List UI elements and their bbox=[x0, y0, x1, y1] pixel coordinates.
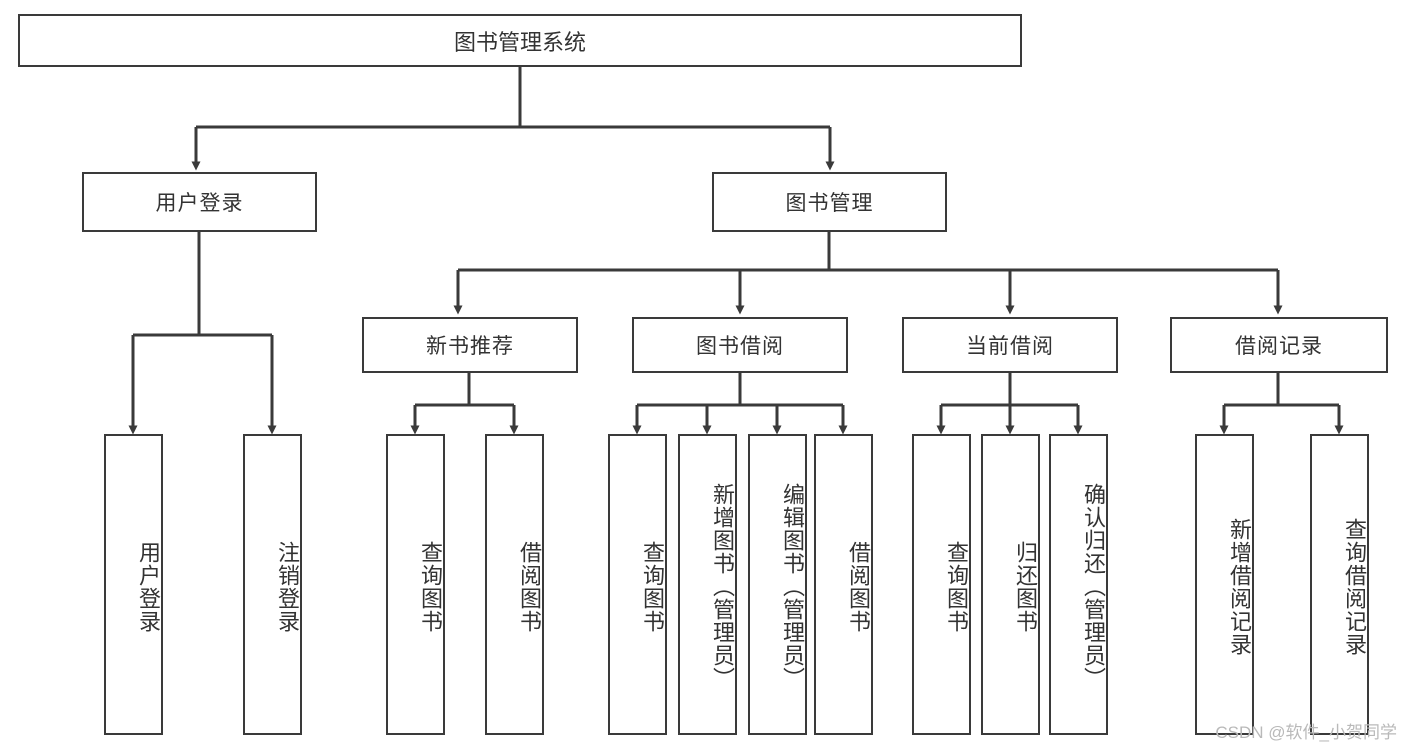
node-current-borrow[interactable]: 当前借阅 bbox=[902, 317, 1118, 373]
node-label: 新增图书（管理员） bbox=[710, 483, 735, 690]
node-label: 借阅记录 bbox=[1235, 335, 1323, 358]
leaf-query-book-borrow[interactable]: 查询图书 bbox=[608, 434, 667, 735]
leaf-borrow-book-recommend[interactable]: 借阅图书 bbox=[485, 434, 544, 735]
node-label: 图书管理系统 bbox=[453, 29, 586, 55]
node-label: 注销登录 bbox=[275, 540, 300, 633]
node-label: 归还图书 bbox=[1013, 540, 1038, 633]
leaf-user-login[interactable]: 用户登录 bbox=[104, 434, 163, 735]
node-label: 确认归还（管理员） bbox=[1081, 483, 1106, 690]
node-label: 借阅图书 bbox=[517, 540, 542, 633]
node-label: 查询图书 bbox=[640, 540, 665, 633]
leaf-add-book-admin[interactable]: 新增图书（管理员） bbox=[678, 434, 737, 735]
node-label: 查询图书 bbox=[944, 540, 969, 633]
node-new-book-recommend[interactable]: 新书推荐 bbox=[362, 317, 578, 373]
node-label: 当前借阅 bbox=[966, 335, 1054, 358]
node-book-borrow[interactable]: 图书借阅 bbox=[632, 317, 848, 373]
node-root-book-management-system[interactable]: 图书管理系统 bbox=[18, 14, 1022, 67]
node-label: 新书推荐 bbox=[426, 335, 514, 358]
node-label: 用户登录 bbox=[136, 540, 161, 633]
node-label: 借阅图书 bbox=[846, 540, 871, 633]
leaf-add-borrow-record[interactable]: 新增借阅记录 bbox=[1195, 434, 1254, 735]
leaf-return-book[interactable]: 归还图书 bbox=[981, 434, 1040, 735]
node-label: 图书借阅 bbox=[696, 335, 784, 358]
node-label: 新增借阅记录 bbox=[1227, 517, 1252, 656]
leaf-query-book-current[interactable]: 查询图书 bbox=[912, 434, 971, 735]
node-label: 图书管理 bbox=[785, 192, 874, 215]
node-label: 查询借阅记录 bbox=[1342, 517, 1367, 656]
leaf-query-borrow-record[interactable]: 查询借阅记录 bbox=[1310, 434, 1369, 735]
leaf-logout[interactable]: 注销登录 bbox=[243, 434, 302, 735]
leaf-confirm-return-admin[interactable]: 确认归还（管理员） bbox=[1049, 434, 1108, 735]
node-user-login[interactable]: 用户登录 bbox=[82, 172, 317, 232]
node-label: 查询图书 bbox=[418, 540, 443, 633]
node-book-management[interactable]: 图书管理 bbox=[712, 172, 947, 232]
leaf-edit-book-admin[interactable]: 编辑图书（管理员） bbox=[748, 434, 807, 735]
leaf-borrow-book[interactable]: 借阅图书 bbox=[814, 434, 873, 735]
node-label: 编辑图书（管理员） bbox=[780, 483, 805, 690]
leaf-query-book-recommend[interactable]: 查询图书 bbox=[386, 434, 445, 735]
node-label: 用户登录 bbox=[155, 192, 244, 215]
node-borrow-record[interactable]: 借阅记录 bbox=[1170, 317, 1388, 373]
